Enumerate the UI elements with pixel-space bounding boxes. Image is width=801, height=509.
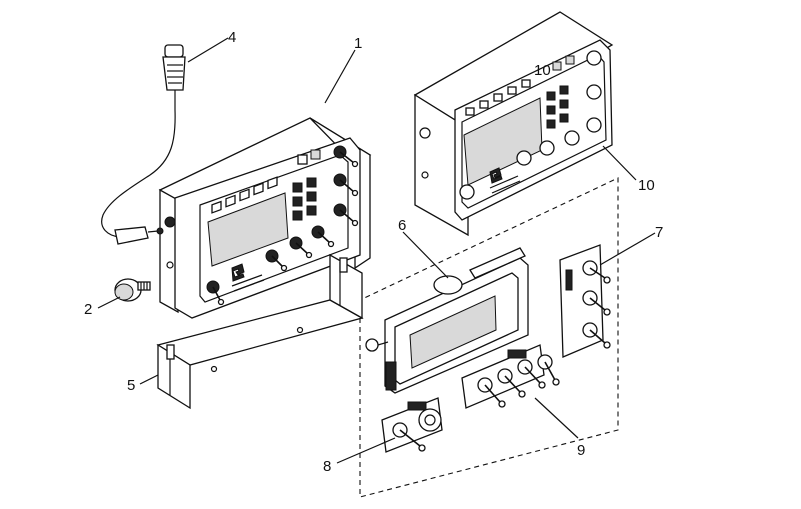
- display-module: [365, 247, 529, 394]
- toggle-switch-right-1: [333, 145, 359, 168]
- callout-10b: 10: [638, 177, 655, 194]
- callout-5: 5: [127, 377, 135, 394]
- callout-9: 9: [577, 442, 585, 459]
- callout-10a: 10: [534, 62, 551, 79]
- keypad-grid: [292, 149, 321, 221]
- switch-board-lower: [461, 344, 560, 409]
- control-box-rear: [413, 11, 614, 237]
- toggle-switch-front-1: [206, 280, 225, 306]
- mounting-bracket: [156, 253, 364, 410]
- callout-labels: 4 1 2 5 6 7 8 9 10 10: [84, 29, 663, 475]
- switch-board-three: [559, 244, 611, 358]
- callout-1: 1: [354, 35, 362, 52]
- control-box-main: [158, 117, 372, 319]
- callout-8: 8: [323, 458, 331, 475]
- remote-cable-probe: [101, 44, 186, 245]
- callout-4: 4: [228, 29, 236, 46]
- thumb-screw: [114, 278, 151, 302]
- callout-2: 2: [84, 301, 92, 318]
- switch-board-single: [381, 397, 443, 453]
- callout-7: 7: [655, 224, 663, 241]
- mounting-hole: [166, 261, 174, 269]
- toggle-switch-right-2: [333, 173, 359, 197]
- callout-6: 6: [398, 217, 406, 234]
- toggle-switch-right-3: [333, 203, 359, 227]
- side-connector-icon: [164, 216, 176, 228]
- keypad-top-row: [211, 176, 278, 214]
- leader-lines: [97, 37, 656, 464]
- toggle-switch-front-4: [311, 225, 335, 248]
- toggle-switch-front-2: [265, 249, 288, 272]
- brand-logo-icon: [231, 263, 265, 292]
- toggle-switch-front-3: [289, 236, 313, 259]
- kit-enclosure-dashed: [359, 177, 619, 498]
